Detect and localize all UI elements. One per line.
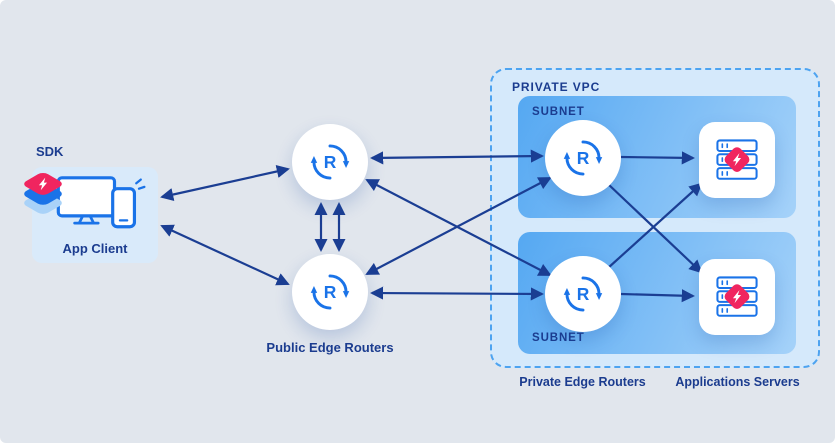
router-icon	[561, 136, 605, 180]
router-icon	[308, 140, 352, 184]
router-icon	[561, 272, 605, 316]
applications-servers-label: Applications Servers	[675, 375, 800, 389]
server-icon	[706, 266, 768, 328]
app-client-label: App Client	[62, 241, 128, 256]
public-router-top	[292, 124, 368, 200]
sdk-stack-icon	[13, 164, 73, 222]
private-edge-routers-label: Private Edge Routers	[519, 375, 646, 389]
router-icon	[308, 270, 352, 314]
private-router-bottom	[545, 256, 621, 332]
private-router-top	[545, 120, 621, 196]
edge-app-client-to-public-router-bottom	[160, 224, 290, 286]
sdk-label: SDK	[36, 144, 64, 159]
app-server-top	[699, 122, 775, 198]
private-vpc-label: PRIVATE VPC	[512, 80, 601, 94]
public-router-bottom	[292, 254, 368, 330]
edge-app-client-to-public-router-top	[160, 164, 290, 202]
server-icon	[706, 129, 768, 191]
subnet-top-label: SUBNET	[532, 106, 585, 118]
public-edge-routers-label: Public Edge Routers	[266, 340, 394, 355]
app-server-bottom	[699, 259, 775, 335]
subnet-bottom-label: SUBNET	[532, 332, 585, 344]
